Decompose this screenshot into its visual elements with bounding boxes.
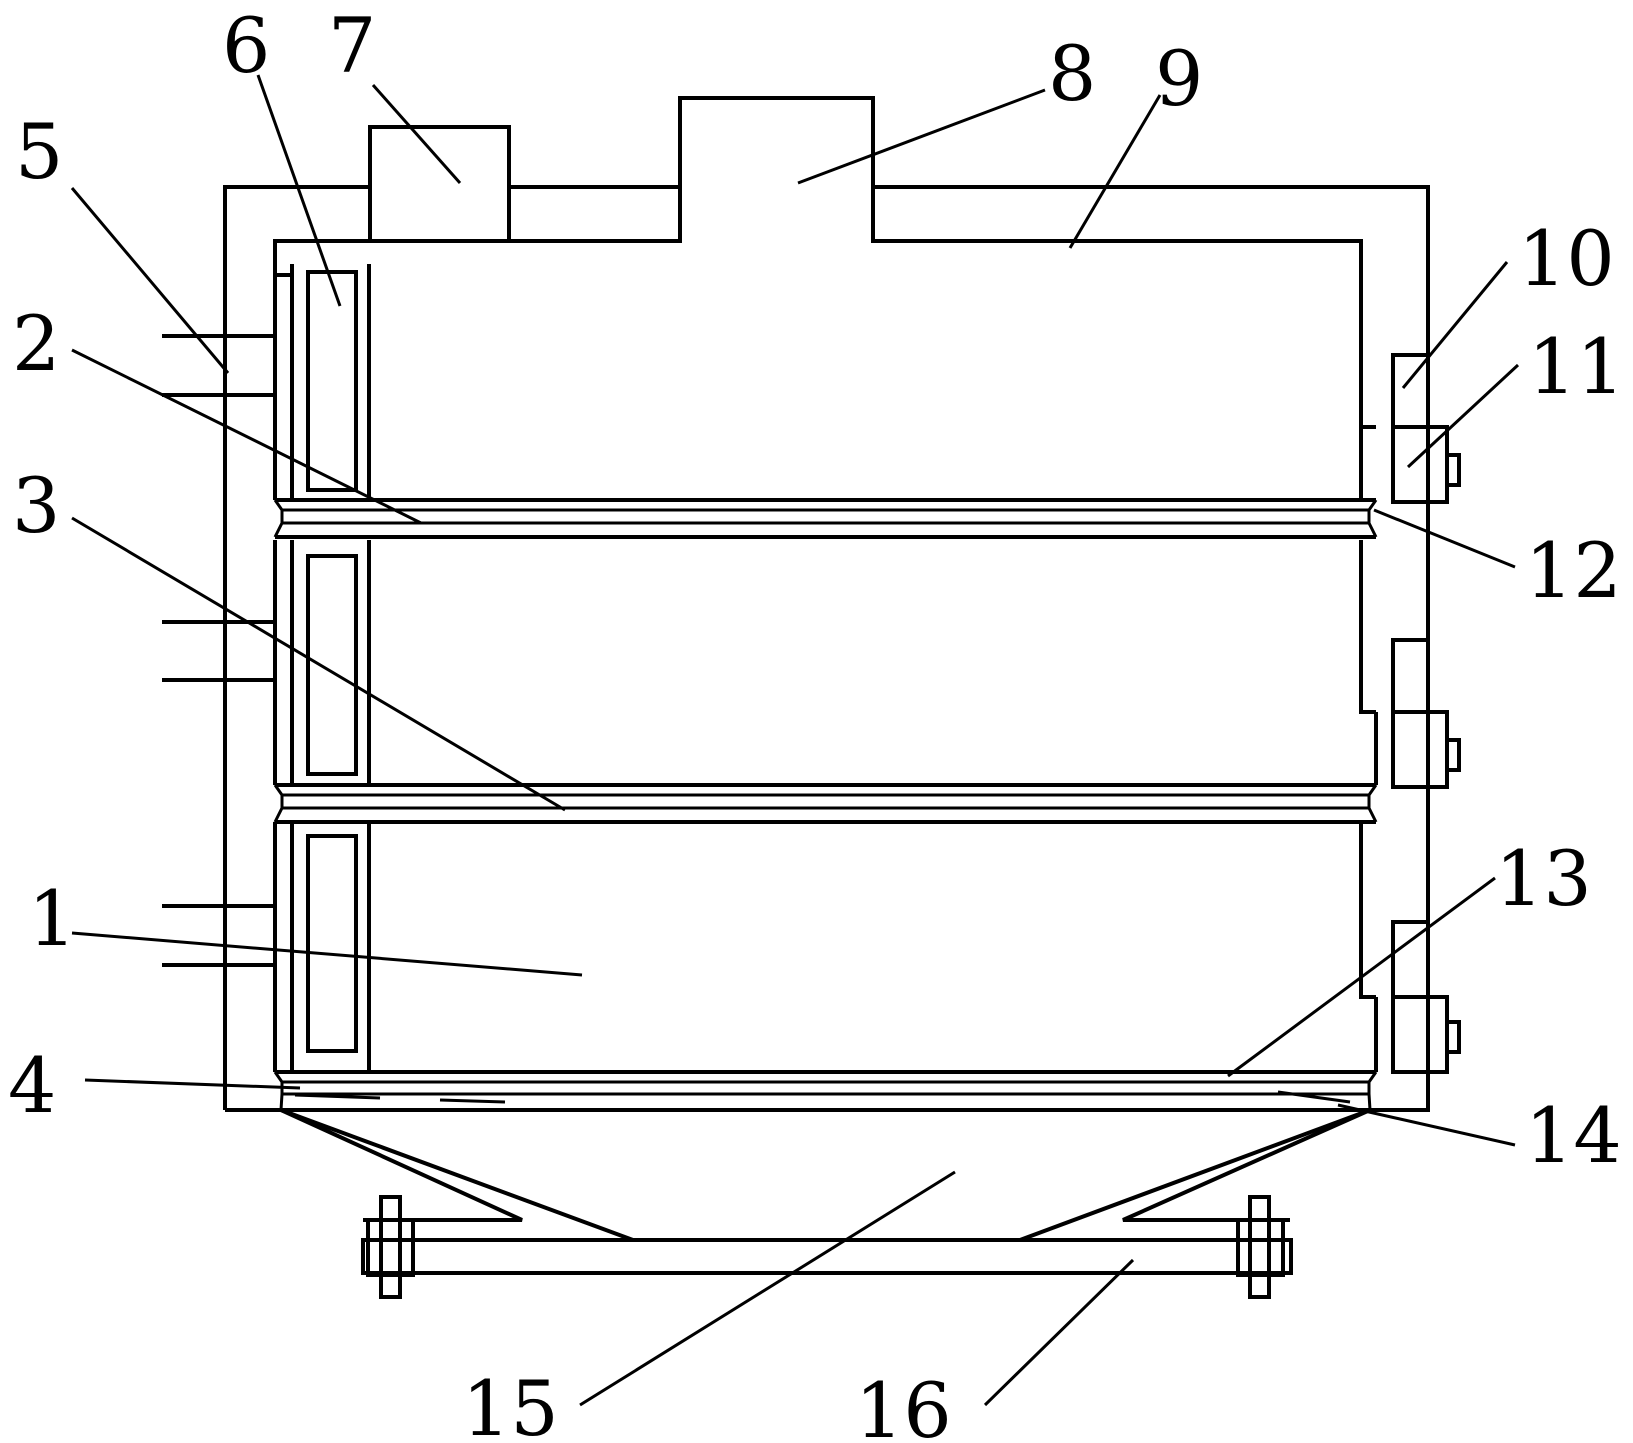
leader-2 xyxy=(71,348,422,525)
leader-3 xyxy=(71,516,566,812)
callout-9: 9 xyxy=(1155,34,1203,123)
leader-lines xyxy=(70,74,1520,1407)
callout-10: 10 xyxy=(1518,214,1615,303)
separator-plate-middle xyxy=(273,783,1378,824)
leader-16 xyxy=(983,1258,1135,1407)
tier-middle xyxy=(273,540,1378,785)
leader-8 xyxy=(797,88,1046,185)
leader-12 xyxy=(1373,508,1516,569)
hopper xyxy=(280,1108,1371,1242)
tier-upper xyxy=(290,264,1363,500)
callout-8: 8 xyxy=(1048,29,1096,118)
leader-6 xyxy=(256,74,342,307)
callout-1: 1 xyxy=(28,874,76,963)
callout-7: 7 xyxy=(328,1,376,90)
leader-14 xyxy=(1337,1103,1516,1147)
leader-9 xyxy=(1068,94,1162,249)
callout-6: 6 xyxy=(222,1,270,90)
callout-labels: 1 2 3 4 5 6 7 8 9 10 11 12 13 14 15 16 xyxy=(8,1,1625,1443)
leader-5 xyxy=(70,187,230,374)
base-bar xyxy=(361,1195,1293,1299)
callout-16: 16 xyxy=(855,1366,952,1443)
callout-2: 2 xyxy=(12,299,60,388)
leader-10 xyxy=(1401,261,1509,389)
callout-11: 11 xyxy=(1528,322,1625,411)
leader-11 xyxy=(1406,363,1520,469)
callout-13: 13 xyxy=(1495,834,1592,923)
right-clamps xyxy=(1391,353,1461,1074)
callout-14: 14 xyxy=(1525,1091,1622,1180)
leader-1 xyxy=(71,931,583,977)
callout-4: 4 xyxy=(8,1041,56,1130)
callout-5: 5 xyxy=(15,107,63,196)
tier-lower xyxy=(273,822,1378,1072)
inner-housing xyxy=(273,187,1376,500)
leader-13 xyxy=(1227,876,1496,1078)
outer-housing xyxy=(223,96,1430,1112)
separator-plate-lower xyxy=(273,1070,1378,1112)
leader-7 xyxy=(371,84,462,184)
separator-plate-upper xyxy=(273,498,1378,539)
callout-15: 15 xyxy=(462,1364,559,1443)
callout-3: 3 xyxy=(12,461,60,550)
callout-12: 12 xyxy=(1525,526,1622,615)
leader-15 xyxy=(579,1170,956,1407)
leader-4 xyxy=(84,1078,301,1090)
